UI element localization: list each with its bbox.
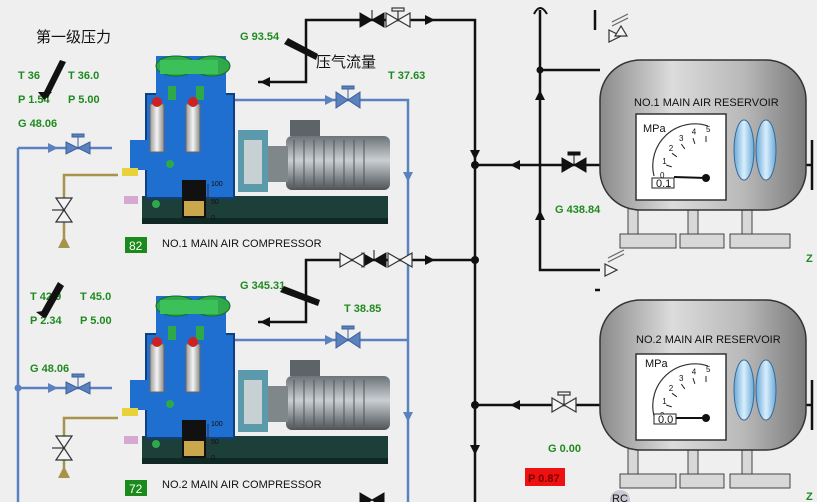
- gauge-1-tick-label: 3: [679, 134, 684, 143]
- gauge-2-tick: [692, 377, 696, 384]
- comp1-t-left: T 36: [18, 70, 40, 82]
- level-scale-2-mid: 50: [211, 439, 219, 446]
- inlet-valve-1[interactable]: [65, 133, 91, 155]
- reservoir-tank-2[interactable]: [599, 299, 807, 489]
- reservoir-valve-2[interactable]: [551, 391, 577, 414]
- gauge-1-tick: [665, 164, 672, 168]
- level-scale-2-top: 100: [211, 421, 223, 428]
- callout-arrows: [36, 38, 320, 318]
- reservoir-1-reading-box: [651, 177, 675, 189]
- discharge-valve-2[interactable]: [361, 250, 387, 268]
- reservoir-2-reading: 0.0: [658, 414, 673, 426]
- air-flow-label: 压气流量: [316, 54, 376, 71]
- comp1-inlet-g: G 48.06: [18, 118, 57, 130]
- gauge-2-hub: [702, 414, 710, 422]
- reservoir-2-side-label: Z: [806, 491, 813, 502]
- check-valve-1[interactable]: [385, 7, 411, 29]
- gauge-1-tick: [680, 143, 686, 150]
- air-valve-1[interactable]: [335, 85, 361, 109]
- level-scale-2-bot: 0: [211, 455, 215, 462]
- reservoir-tank-1[interactable]: [599, 59, 807, 249]
- reservoir-2-flow: G 0.00: [548, 443, 581, 455]
- discharge-valve-1[interactable]: [359, 10, 385, 28]
- comp2-t-right: T 45.0: [80, 291, 111, 303]
- reservoir-1-title: NO.1 MAIN AIR RESERVOIR: [634, 97, 779, 109]
- gauge-2-tick-label: 2: [669, 384, 674, 393]
- comp1-flow-g: G 93.54: [240, 31, 280, 43]
- gauge-1-tick: [671, 152, 678, 158]
- comp2-load-badge: [125, 480, 147, 496]
- gauge-1-tick: [692, 137, 696, 144]
- reservoir-1-side-label: Z: [806, 253, 813, 265]
- gauge-1-tick-label: 2: [669, 144, 674, 153]
- gauge-1-hub: [702, 174, 710, 182]
- reservoir-2-unit: MPa: [645, 358, 669, 370]
- level-scale-1-bot: 0: [211, 215, 215, 222]
- water-valve-1[interactable]: [52, 197, 74, 223]
- stage1-pressure-label: 第一级压力: [36, 28, 111, 46]
- reservoir-2-reading-box: [653, 413, 677, 425]
- comp1-name: NO.1 MAIN AIR COMPRESSOR: [162, 238, 322, 250]
- reservoir-valve-1[interactable]: [561, 151, 587, 173]
- comp2-inlet-g: G 48.06: [30, 363, 69, 375]
- comp2-outlet-t: T 38.85: [344, 303, 381, 315]
- valves: [52, 7, 629, 502]
- comp2-load: 72: [129, 482, 143, 496]
- air-valve-2[interactable]: [335, 325, 361, 349]
- check-valve-2[interactable]: [339, 251, 365, 269]
- level-scale-1-mid: 50: [211, 199, 219, 206]
- gauge-1-needle: [673, 176, 707, 179]
- comp1-t-right: T 36.0: [68, 70, 99, 82]
- water-valve-2[interactable]: [52, 435, 74, 461]
- gauge-2-tick-label: 1: [662, 397, 667, 406]
- gauge-2-tick-label: 3: [679, 374, 684, 383]
- reservoir-1-flow: G 438.84: [555, 204, 601, 216]
- gauge-2-tick: [671, 392, 678, 398]
- gauge-2-tick-label: 4: [692, 367, 697, 376]
- bottom-badge-label: RC: [612, 493, 628, 502]
- safety-valve-1[interactable]: [608, 13, 629, 43]
- gauge-1-tick-label: 4: [692, 127, 697, 136]
- inlet-valve-2[interactable]: [65, 373, 91, 395]
- level-scale-1-top: 100: [211, 181, 223, 188]
- alarm-box: [525, 468, 565, 486]
- reservoir-2-title: NO.2 MAIN AIR RESERVOIR: [636, 334, 781, 346]
- gauge-1-tick-label: 1: [662, 157, 667, 166]
- comp1-load-badge: [125, 237, 147, 253]
- comp2-name: NO.2 MAIN AIR COMPRESSOR: [162, 479, 322, 491]
- gauge-2-tick: [680, 383, 686, 390]
- compressor-unit-2[interactable]: [121, 295, 391, 465]
- compressor-unit-1[interactable]: [122, 55, 390, 224]
- alarm-value: P 0.87: [528, 473, 560, 485]
- bottom-badge[interactable]: [610, 490, 630, 502]
- bottom-valve[interactable]: [359, 492, 385, 502]
- comp1-p-right: P 5.00: [68, 94, 100, 106]
- safety-valve-2[interactable]: [604, 249, 625, 277]
- reservoir-1-unit: MPa: [643, 123, 667, 135]
- check-valve-3[interactable]: [387, 251, 413, 269]
- gauge-2-tick: [665, 404, 672, 408]
- comp2-p-right: P 5.00: [80, 315, 112, 327]
- comp1-load: 82: [129, 239, 143, 253]
- comp2-p-left: P 2.34: [30, 315, 62, 327]
- gauge-1-tick-label: 5: [706, 125, 711, 134]
- comp2-flow-g: G 345.31: [240, 280, 285, 292]
- gauge-1-tick-label: 0: [660, 171, 665, 180]
- reservoir-1-reading: 0.1: [656, 178, 671, 190]
- gauge-2-tick-label: 5: [706, 365, 711, 374]
- comp1-outlet-t: T 37.63: [388, 70, 425, 82]
